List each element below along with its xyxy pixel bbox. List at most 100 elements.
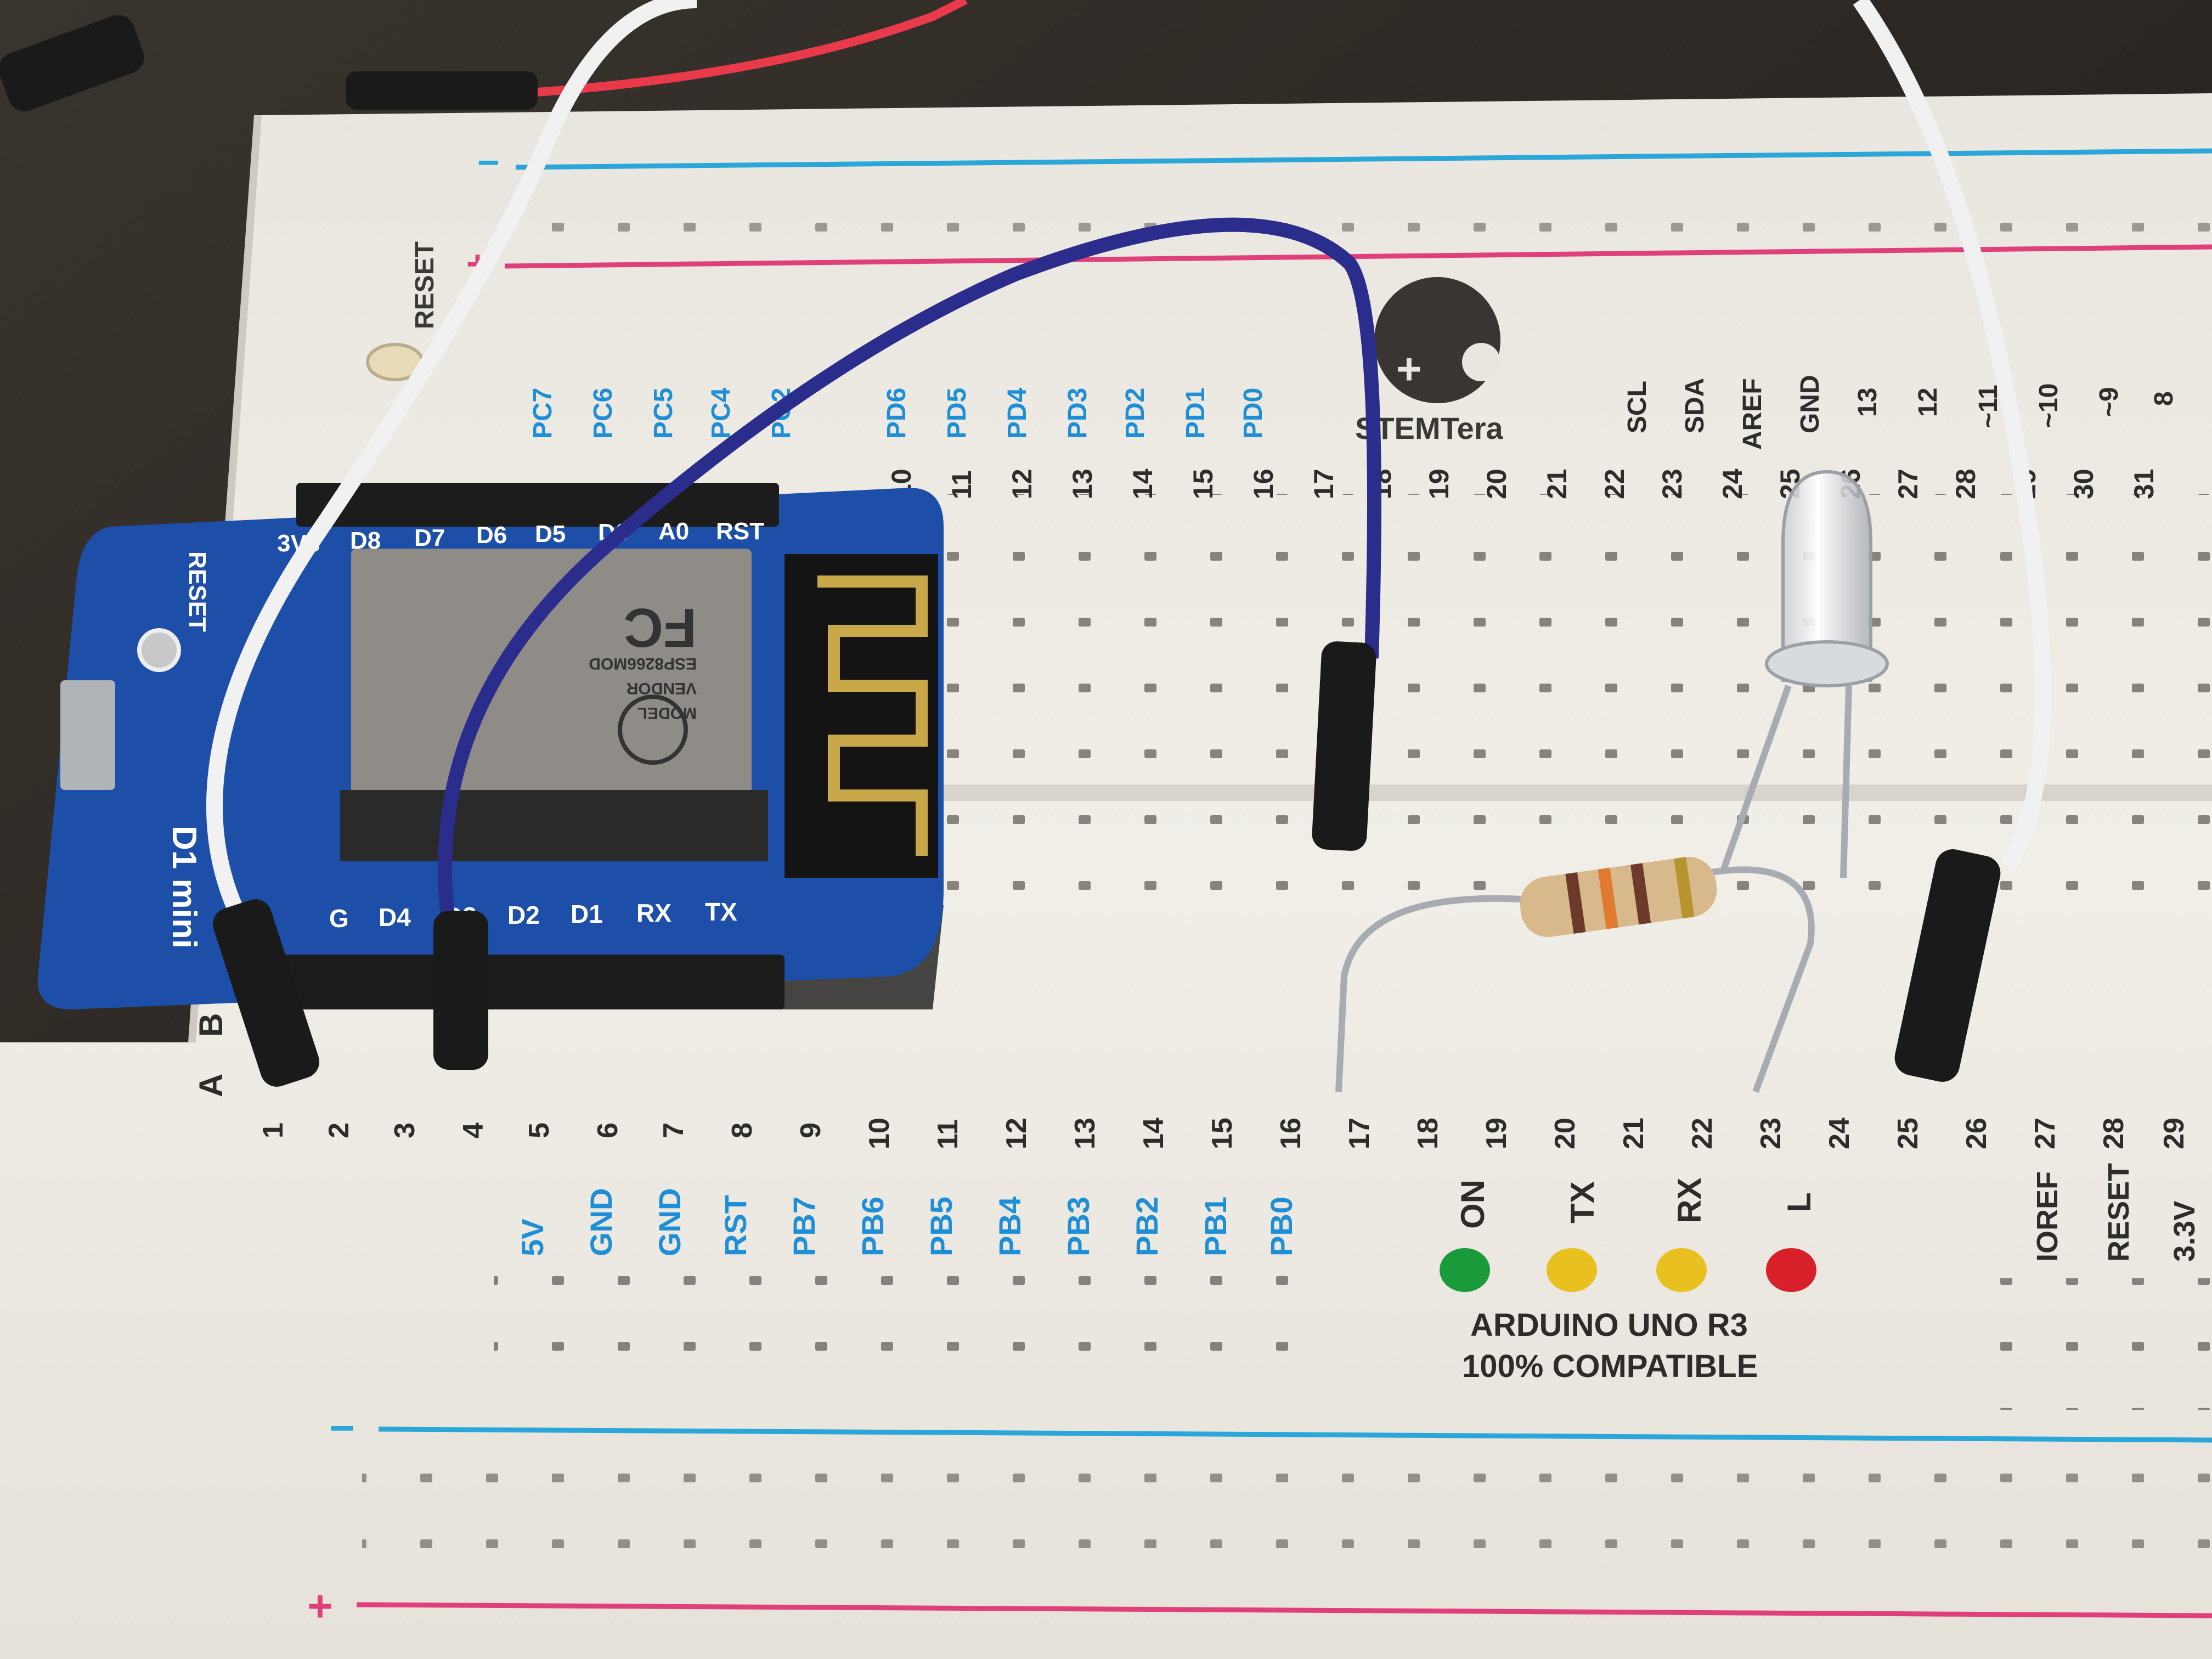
bottom-rail-holes xyxy=(362,1465,2212,1591)
product-compat: 100% COMPATIBLE xyxy=(1462,1348,1758,1384)
row-letter-b: B xyxy=(193,1013,229,1037)
led-dome xyxy=(1781,470,1872,682)
label-gnd-1: GND xyxy=(584,1188,618,1256)
label-rst: RST xyxy=(718,1195,753,1256)
antenna-area xyxy=(785,554,938,878)
bot-col-13: 13 xyxy=(1069,1118,1101,1149)
top-col-20: 20 xyxy=(1481,469,1512,499)
jumper-housings xyxy=(0,15,2004,1091)
led-base-ring xyxy=(1765,640,1889,687)
chip-text-esp: ESP8266MOD xyxy=(589,654,697,673)
d1-mini-module: MODEL VENDOR ESP8266MOD FC D1 mini RESET… xyxy=(37,483,944,1009)
status-led-l xyxy=(1766,1248,1816,1292)
bot-col-12: 12 xyxy=(1001,1118,1032,1149)
usb-port[interactable] xyxy=(60,680,115,790)
bot-col-10: 10 xyxy=(864,1118,895,1149)
bot-col-26: 26 xyxy=(1961,1118,1993,1149)
product-name: ARDUINO UNO R3 xyxy=(1470,1307,1748,1343)
label-pb6: PB6 xyxy=(855,1197,890,1256)
bot-col-17: 17 xyxy=(1344,1118,1375,1149)
header-pins-bottom xyxy=(258,955,785,1009)
bottom-rail-minus-line xyxy=(378,1426,2212,1443)
bot-col-27: 27 xyxy=(2029,1118,2061,1149)
top-col-21: 21 xyxy=(1542,469,1572,499)
channel-divider xyxy=(933,785,2212,801)
wifi-logo-icon xyxy=(618,695,688,765)
bot-col-21: 21 xyxy=(1618,1118,1650,1149)
label-reset-power: RESET xyxy=(2102,1163,2135,1262)
status-label-l: L xyxy=(1781,1192,1818,1212)
top-left-cable xyxy=(0,15,144,111)
top-col-27: 27 xyxy=(1893,469,1923,499)
bot-col-1: 1 xyxy=(257,1122,289,1138)
white-wire-right-housing[interactable] xyxy=(1892,846,2004,1085)
white-wire-left-housing[interactable] xyxy=(208,895,324,1091)
top-col-15: 15 xyxy=(1188,469,1218,499)
bot-col-9: 9 xyxy=(795,1122,827,1138)
module-reset-label: RESET xyxy=(184,551,211,632)
top-col-12: 12 xyxy=(1007,469,1037,499)
top-col-24: 24 xyxy=(1717,469,1748,499)
led-leg-short xyxy=(1840,685,1852,878)
blue-wire xyxy=(438,217,1381,934)
wires xyxy=(206,0,2051,934)
top-col-14: 14 xyxy=(1127,469,1158,499)
bot-col-29: 29 xyxy=(2158,1118,2190,1149)
blue-wire-housing[interactable] xyxy=(433,911,488,1070)
label-gnd-2: GND xyxy=(652,1188,687,1256)
label-3v3-power: 3.3V xyxy=(2168,1201,2201,1262)
pin-rst: RST xyxy=(716,518,764,545)
top-col-13: 13 xyxy=(1067,469,1098,499)
fcc-logo-icon: FC xyxy=(624,597,697,658)
status-led-rx xyxy=(1656,1248,1707,1292)
bot-col-8: 8 xyxy=(726,1122,758,1138)
antenna-trace xyxy=(817,575,928,856)
top-column-numbers: 10 11 12 13 14 15 16 17 18 19 20 21 22 2… xyxy=(886,469,2159,499)
main-holes-lower xyxy=(494,1273,1317,1404)
red-wire xyxy=(521,0,968,98)
bot-col-7: 7 xyxy=(658,1122,690,1138)
bot-col-15: 15 xyxy=(1206,1118,1238,1149)
blue-wire-top-housing[interactable] xyxy=(1311,641,1377,852)
module-top-pins: 3V3 D8 D7 D6 D5 D0 A0 RST xyxy=(277,518,764,557)
label-pd4: PD4 xyxy=(1003,387,1032,439)
bot-col-6: 6 xyxy=(592,1122,624,1138)
label-pd1: PD1 xyxy=(1181,388,1210,439)
bot-col-23: 23 xyxy=(1755,1118,1787,1149)
pin-tx: TX xyxy=(705,898,737,926)
top-col-17: 17 xyxy=(1308,469,1339,499)
bot-col-16: 16 xyxy=(1275,1118,1307,1149)
label-13: 13 xyxy=(1853,388,1882,417)
pin-a0: A0 xyxy=(658,518,689,545)
label-8: 8 xyxy=(2149,391,2179,406)
label-scl: SCL xyxy=(1623,381,1652,433)
label-pc5: PC5 xyxy=(649,388,678,439)
pin-d5: D5 xyxy=(535,521,566,548)
label-pd2: PD2 xyxy=(1121,388,1150,439)
bot-col-5: 5 xyxy=(523,1122,555,1138)
bot-col-2: 2 xyxy=(323,1122,355,1138)
bot-col-28: 28 xyxy=(2098,1118,2130,1149)
label-pb7: PB7 xyxy=(787,1197,821,1256)
main-holes-upper xyxy=(933,494,2212,922)
top-col-28: 28 xyxy=(1950,469,1981,499)
label-pc6: PC6 xyxy=(589,388,618,439)
bot-col-25: 25 xyxy=(1892,1118,1924,1149)
label-12: 12 xyxy=(1914,388,1943,417)
bottom-rail-plus-line xyxy=(356,1602,2212,1618)
label-ioref: IOREF xyxy=(2031,1171,2064,1262)
status-led-on xyxy=(1440,1248,1490,1292)
top-col-19: 19 xyxy=(1424,469,1454,499)
label-gnd-top: GND xyxy=(1796,375,1825,433)
logo-plus-icon: + xyxy=(1396,345,1422,393)
led-leg-long xyxy=(1719,685,1792,873)
label-pb4: PB4 xyxy=(992,1197,1027,1256)
bot-col-4: 4 xyxy=(458,1122,489,1138)
chip-text-model: MODEL xyxy=(637,704,697,722)
label-pb3: PB3 xyxy=(1061,1197,1096,1256)
module-name: D1 mini xyxy=(165,826,203,949)
white-wire-right xyxy=(1853,0,2051,871)
module-reset-button[interactable] xyxy=(137,628,181,672)
label-pc7: PC7 xyxy=(528,388,557,439)
